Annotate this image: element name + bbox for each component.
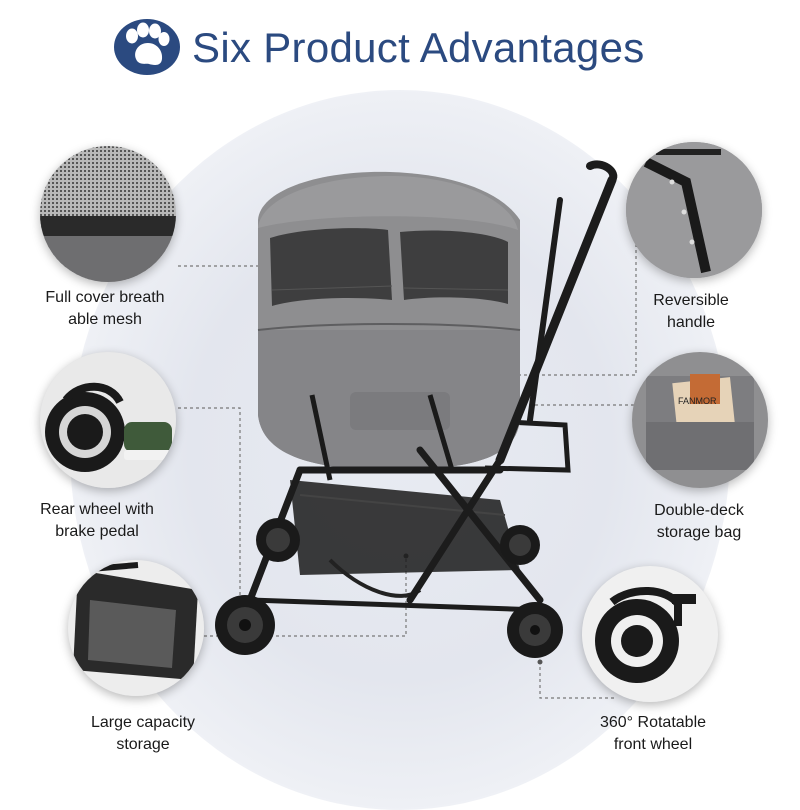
front-left-wheel [507,602,563,658]
page-title: Six Product Advantages [192,24,645,71]
label-rear-wheel: Rear wheel with brake pedal [40,501,154,540]
label-mesh: Full cover breath able mesh [45,289,165,328]
front-wheel-detail-icon [582,566,718,702]
rear-right-wheel [256,518,300,562]
basket-detail-icon [68,560,204,696]
rear-left-wheel [215,595,275,655]
label-basket: Large capacity storage [90,714,196,753]
rear-wheel-detail-icon [40,352,176,488]
front-right-wheel [500,525,540,565]
handle-detail-icon [626,142,762,278]
push-handle [495,160,618,465]
label-handle: Reversible handle [653,292,729,331]
label-storage-bag: Double-deck storage bag [654,502,744,541]
bag-brand: FANMOR [678,396,717,406]
wheels [215,518,563,658]
storage-basket [290,480,520,598]
header: Six Product Advantages [0,0,800,100]
mesh-detail-icon [40,146,176,282]
paw-icon [114,19,180,75]
cabin [257,171,521,481]
label-front-wheel: 360° Rotatable front wheel [599,714,707,753]
storage-bag-detail-icon: FANMOR [632,352,768,488]
